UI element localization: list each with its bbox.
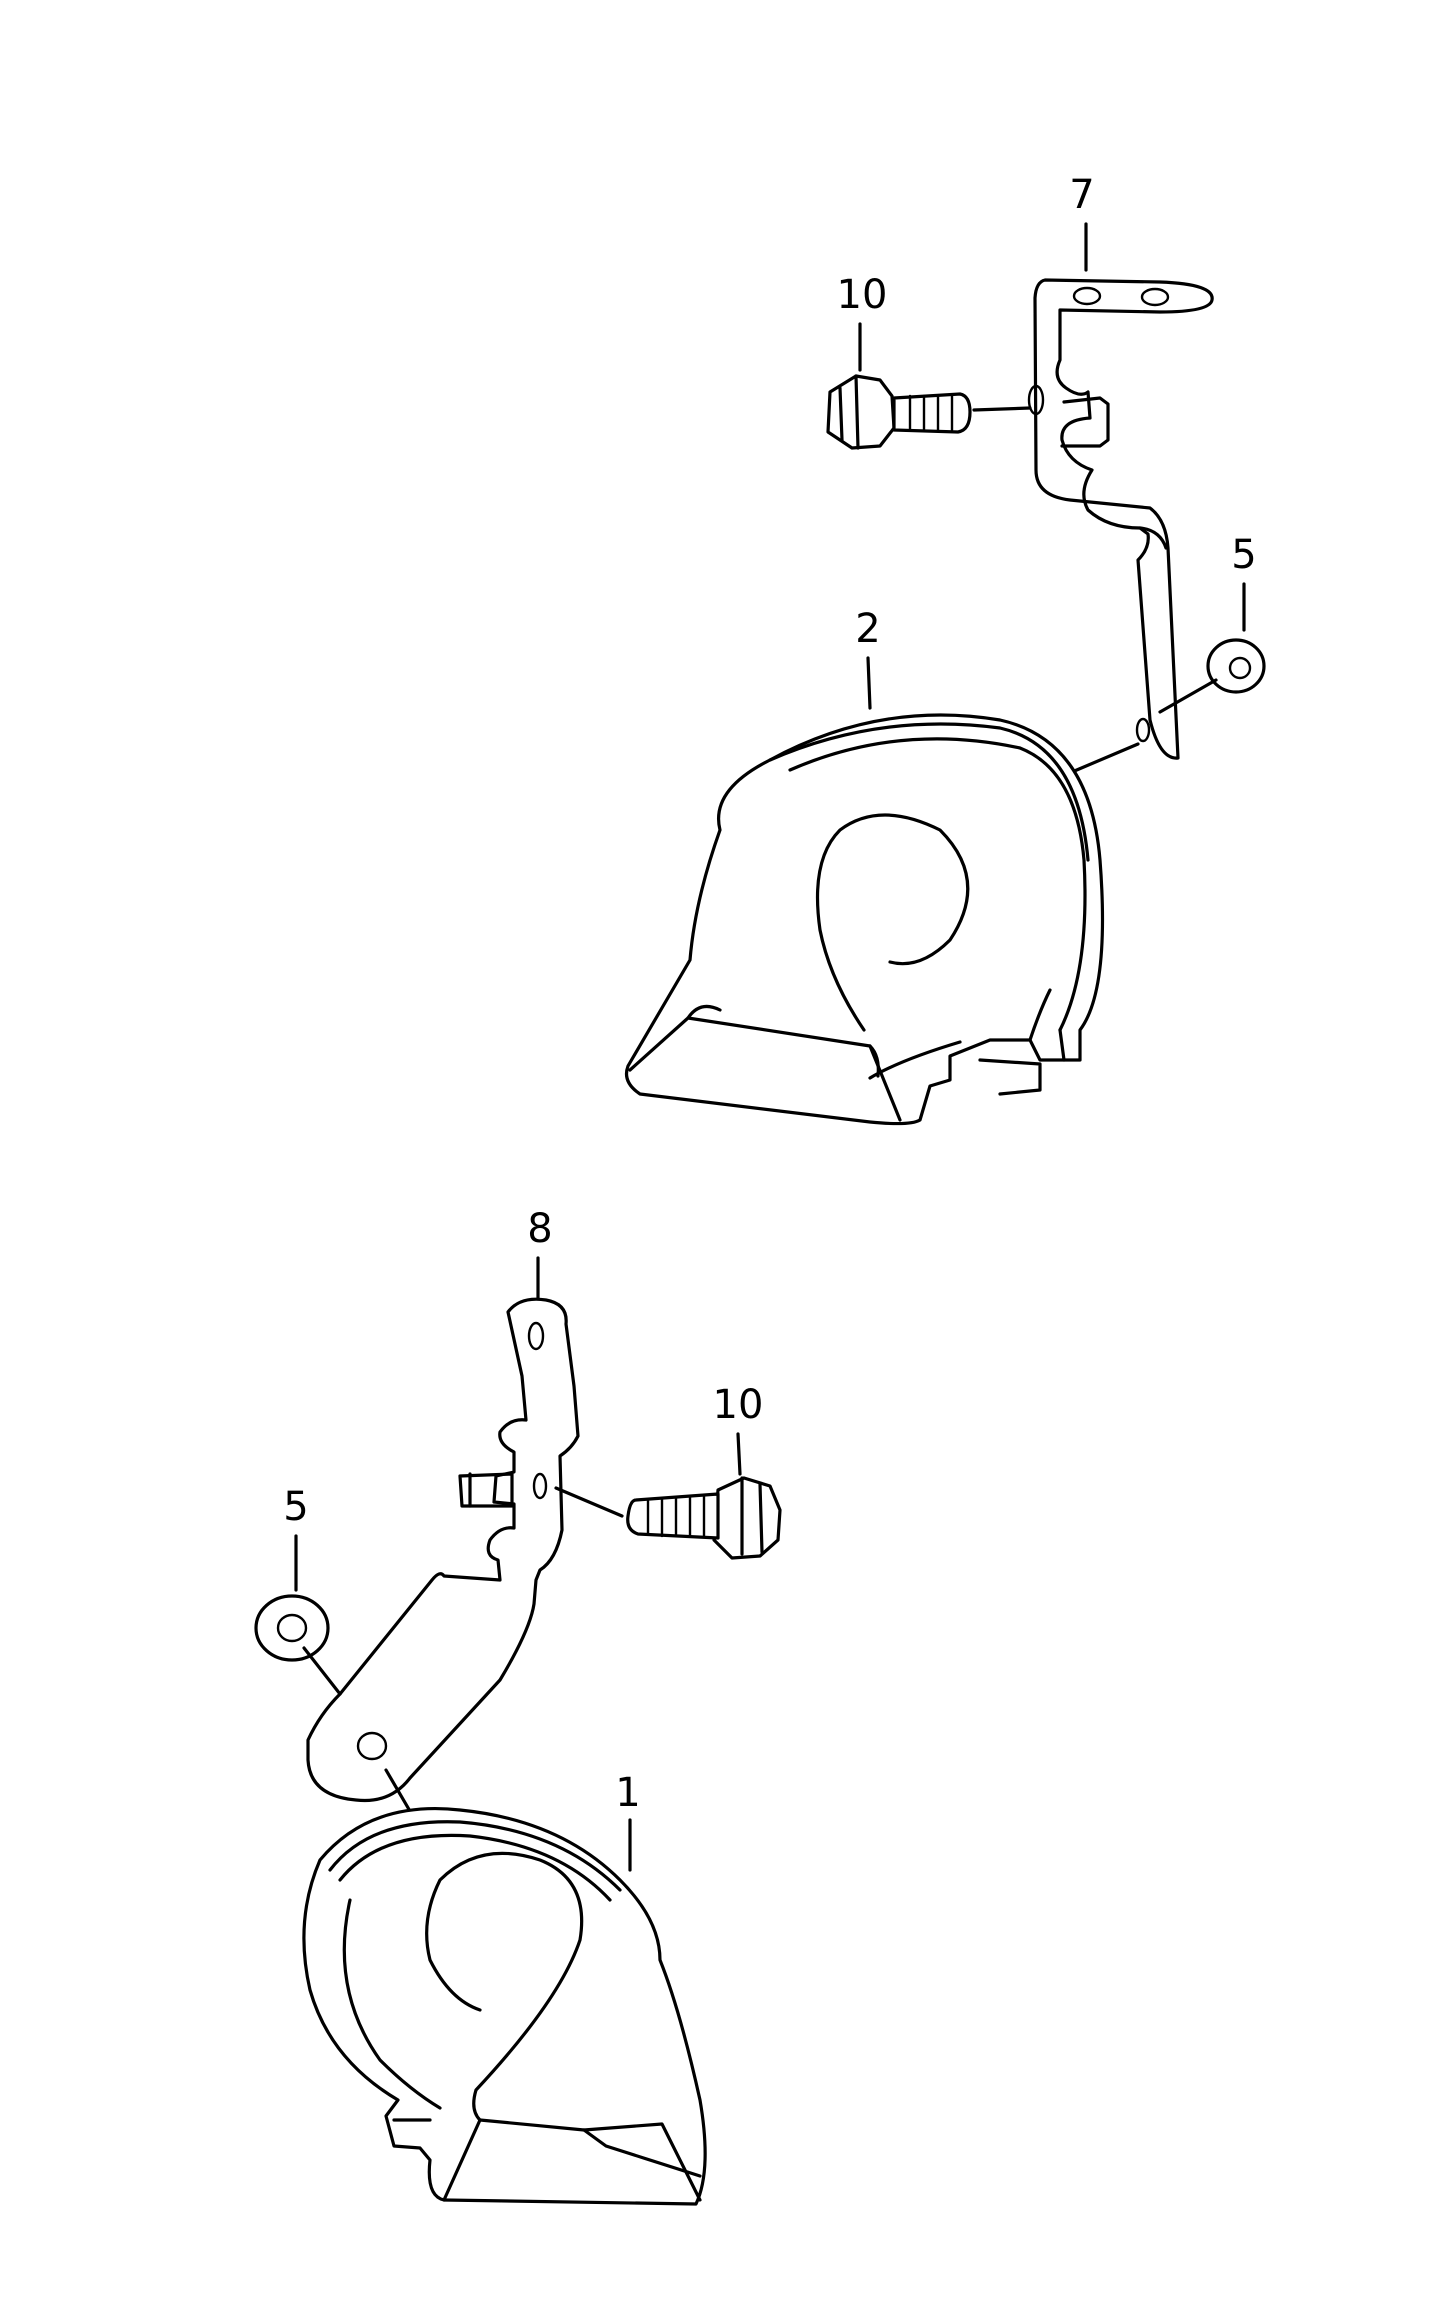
callout-label: 5: [1231, 532, 1256, 578]
callout-5-upper: 5: [1231, 532, 1257, 632]
horn-2: [624, 713, 1105, 1126]
callout-label: 8: [527, 1206, 552, 1252]
bracket-7: [1027, 278, 1214, 760]
callout-8: 8: [527, 1206, 553, 1300]
callout-label: 1: [615, 1770, 640, 1816]
horn-1: [302, 1806, 707, 2206]
callout-5-lower: 5: [283, 1484, 309, 1592]
callout-label: 5: [283, 1484, 308, 1530]
callout-label: 10: [837, 272, 888, 318]
callout-10-lower: 10: [713, 1382, 764, 1476]
callout-label: 7: [1069, 172, 1094, 218]
nut-5-upper: [1070, 638, 1266, 774]
callout-label: 2: [855, 606, 880, 652]
nut-5-lower: [254, 1594, 416, 1820]
bolt-10-upper: [826, 374, 1032, 450]
callout-2: 2: [855, 606, 881, 710]
bolt-10-lower: [554, 1476, 782, 1560]
callout-7: 7: [1069, 172, 1095, 272]
bracket-8: [306, 1297, 580, 1803]
callout-label: 10: [713, 1382, 764, 1428]
callout-10-upper: 10: [837, 272, 888, 372]
callout-1: 1: [615, 1770, 641, 1872]
